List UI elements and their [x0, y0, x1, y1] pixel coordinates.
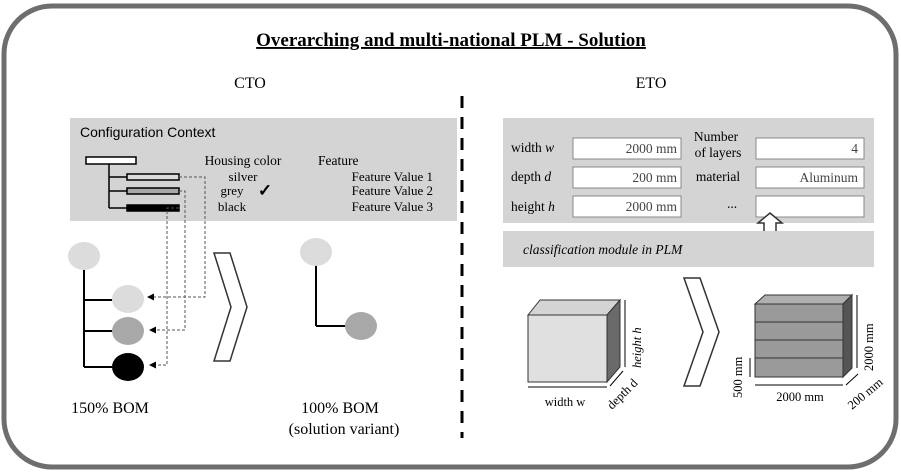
configuration-context-title: Configuration Context	[80, 124, 216, 140]
layers-field-label-line2: of layers	[695, 145, 742, 160]
layers-field-value: 4	[851, 141, 858, 156]
width-field-value: 2000 mm	[626, 141, 678, 156]
feature-header: Feature	[318, 153, 358, 168]
bom-root-node	[68, 242, 100, 270]
depth-field[interactable]	[572, 166, 682, 189]
bom-100-sublabel: (solution variant)	[289, 421, 400, 438]
more-field[interactable]	[755, 195, 865, 218]
more-field-label: ...	[727, 196, 737, 211]
width-field[interactable]	[572, 137, 682, 160]
box-height-label: height h	[630, 327, 644, 368]
classification-module-band	[503, 231, 874, 267]
height-field[interactable]	[572, 195, 682, 218]
stack-layer-label: 500 mm	[731, 356, 745, 398]
bom-100-root-node	[300, 238, 332, 266]
classification-module-label: classification module in PLM	[523, 242, 683, 257]
eto-heading: ETO	[636, 75, 667, 92]
check-mark-icon: ✓	[258, 181, 272, 200]
bom-node-black	[112, 353, 144, 381]
stack-height-label: 2000 mm	[862, 323, 876, 371]
material-field[interactable]	[755, 166, 865, 189]
box-depth-dimension	[609, 370, 624, 387]
depth-field-label: depth d	[511, 169, 551, 184]
bom-100-grey-node	[345, 312, 377, 340]
bom-150-tree	[68, 242, 144, 381]
option-color-silver: silver	[229, 169, 259, 184]
material-field-value: Aluminum	[799, 170, 858, 185]
cto-heading: CTO	[234, 75, 266, 92]
bom-150-label: 150% BOM	[71, 400, 149, 417]
configuration-context-panel	[70, 118, 457, 221]
option-color-black: black	[218, 199, 247, 214]
diagram-title: Overarching and multi-national PLM - Sol…	[256, 30, 646, 51]
bom-100-tree	[300, 238, 377, 340]
height-field-value: 2000 mm	[626, 199, 678, 214]
bom-node-grey	[112, 317, 144, 345]
chevron-right-icon-eto	[682, 277, 720, 387]
depth-field-value: 200 mm	[632, 170, 677, 185]
layers-field[interactable]	[755, 137, 865, 160]
stack-depth-dimension	[845, 373, 859, 386]
box-width-label: width w	[545, 395, 586, 409]
feature-value-2: Feature Value 2	[352, 183, 433, 198]
option-connectors	[147, 176, 206, 369]
chevron-right-icon	[212, 252, 248, 362]
housing-color-header: Housing color	[205, 153, 282, 168]
layered-box	[753, 293, 854, 379]
material-field-label: material	[696, 169, 740, 184]
height-field-label: height h	[511, 199, 555, 214]
parametric-box	[526, 298, 622, 384]
bom-node-silver	[112, 285, 144, 313]
width-field-label: width w	[511, 140, 554, 155]
option-color-grey: grey	[220, 183, 244, 198]
bom-100-label: 100% BOM	[301, 400, 379, 417]
feature-value-1: Feature Value 1	[352, 169, 433, 184]
stack-width-label: 2000 mm	[776, 390, 824, 404]
feature-value-3: Feature Value 3	[352, 199, 433, 214]
layers-field-label-line1: Number	[694, 129, 739, 144]
